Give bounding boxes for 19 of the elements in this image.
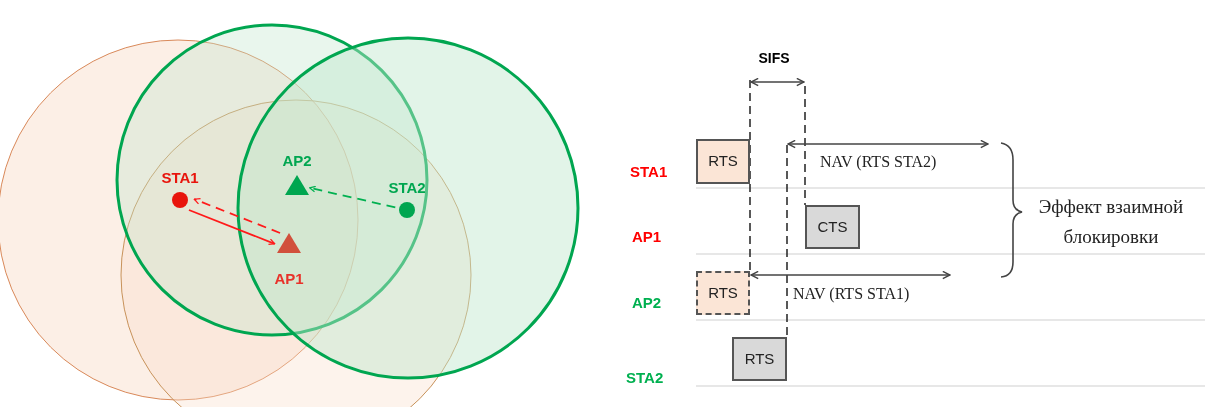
arrow bbox=[193, 198, 281, 234]
text-label: SIFS bbox=[757, 49, 791, 68]
text-label: AP2 bbox=[632, 293, 663, 313]
frame-box: CTS bbox=[805, 205, 860, 249]
text-label: Эффект взаимной блокировки bbox=[1037, 195, 1185, 249]
frame-box: RTS bbox=[696, 139, 750, 184]
frame-box: RTS bbox=[696, 271, 750, 315]
text-label: STA2 bbox=[626, 368, 665, 388]
arrow bbox=[188, 209, 276, 245]
text-label: NAV (RTS STA1) bbox=[793, 284, 911, 305]
arrow bbox=[308, 185, 397, 209]
node-label: AP2 bbox=[282, 152, 312, 170]
node-label: AP1 bbox=[274, 270, 304, 288]
node-label: STA2 bbox=[388, 179, 426, 197]
text-label: AP1 bbox=[632, 227, 663, 247]
frame-box: RTS bbox=[732, 337, 787, 381]
node-label: STA1 bbox=[161, 169, 199, 187]
text-label: STA1 bbox=[630, 162, 669, 182]
text-label: NAV (RTS STA2) bbox=[820, 152, 938, 173]
